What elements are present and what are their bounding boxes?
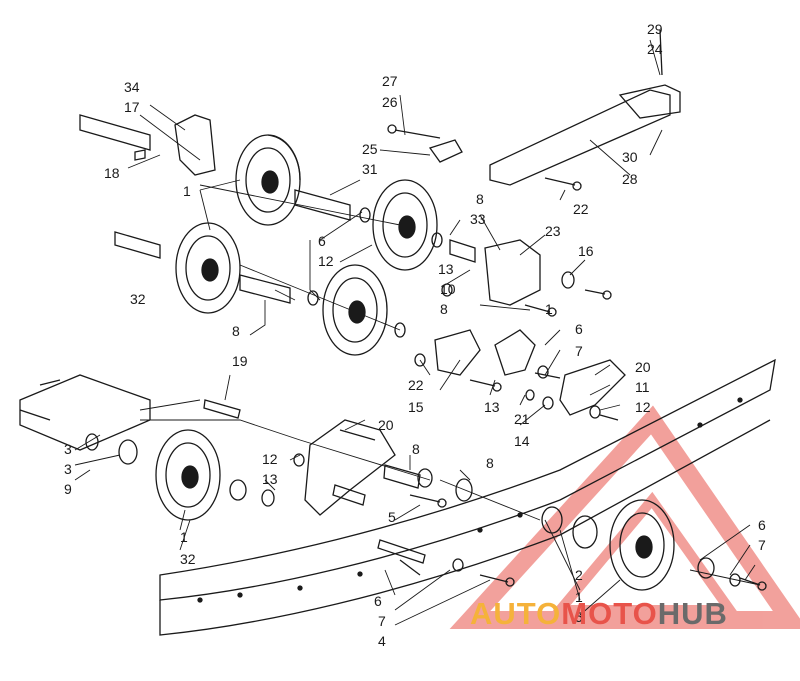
callout-6: 16 — [578, 243, 594, 259]
callout-33: 33 — [470, 211, 486, 227]
callout-3: 8 — [486, 455, 494, 471]
callout-32: 6 — [374, 593, 382, 609]
callout-12: 22 — [408, 377, 424, 393]
callout-25: 25 — [362, 141, 378, 157]
callout-26: 26 — [382, 94, 398, 110]
watermark-logo — [449, 405, 800, 629]
callout-24: 24 — [647, 41, 663, 57]
callout-17: 17 — [124, 99, 140, 115]
leader-lines — [74, 39, 761, 626]
wheel-upper-right — [372, 179, 438, 271]
callout-16: 8 — [440, 301, 448, 317]
callout-22: 12 — [635, 399, 651, 415]
brackets — [19, 84, 681, 516]
callout-20: 14 — [514, 433, 530, 449]
track-rail — [159, 358, 776, 636]
callout-8: 3 — [64, 441, 72, 457]
axles — [79, 114, 476, 564]
wheel-lower-left — [155, 429, 221, 521]
wheel-middle-right — [322, 264, 388, 356]
callout-8: 8 — [476, 191, 484, 207]
callout-27: 27 — [382, 73, 398, 89]
callout-14: 20 — [378, 417, 394, 433]
callout-6: 7 — [378, 613, 386, 629]
bolts — [387, 29, 767, 591]
callout-1: 32 — [180, 551, 196, 567]
callout-28: 28 — [622, 171, 638, 187]
callout-32: 32 — [130, 291, 146, 307]
callout-19: 20 — [635, 359, 651, 375]
callout-18: 18 — [104, 165, 120, 181]
callout-1: 5 — [575, 609, 583, 625]
callout-31: 31 — [362, 161, 378, 177]
callout-3: 3 — [64, 461, 72, 477]
callout-8: 6 — [318, 233, 326, 249]
wheel-upper-left — [235, 134, 301, 226]
callout-8: 13 — [262, 471, 278, 487]
washers — [85, 207, 741, 587]
watermark-part-3: HUB — [657, 596, 728, 631]
callout-6: 7 — [758, 537, 766, 553]
callout-1: 12 — [318, 253, 334, 269]
wheel-lower-right — [609, 499, 675, 591]
callout-11: 19 — [232, 353, 248, 369]
callout-10: 8 — [232, 323, 240, 339]
watermark-wordmark: AUTOMOTOHUB — [470, 596, 728, 632]
wheel-middle-left — [175, 222, 241, 314]
callout-34: 34 — [124, 79, 140, 95]
watermark-part-2: MOTO — [561, 596, 658, 631]
callout-2: 1 — [575, 589, 583, 605]
callout-21: 21 — [514, 411, 530, 427]
callout-15: 15 — [408, 399, 424, 415]
callout-23: 23 — [545, 223, 561, 239]
callout-13: 1 — [545, 301, 553, 317]
callout-8: 10 — [440, 281, 456, 297]
callout-5: 1 — [180, 529, 188, 545]
callout-4: 2 — [575, 567, 583, 583]
callout-12: 13 — [438, 261, 454, 277]
callout-29: 29 — [647, 21, 663, 37]
callout-7: 7 — [575, 343, 583, 359]
callout-5: 6 — [758, 517, 766, 533]
watermark-part-1: AUTO — [470, 596, 562, 631]
callout-6: 6 — [575, 321, 583, 337]
callout-30: 30 — [622, 149, 638, 165]
callout-22: 22 — [573, 201, 589, 217]
callout-7: 4 — [378, 633, 386, 649]
callout-20: 11 — [635, 379, 650, 395]
callout-8: 8 — [412, 441, 420, 457]
callout-9: 9 — [64, 481, 72, 497]
callout-13: 5 — [388, 509, 396, 525]
callout-1: 1 — [183, 183, 191, 199]
bushings-nuts — [134, 149, 535, 467]
callout-13: 13 — [484, 399, 500, 415]
callout-12: 12 — [262, 451, 278, 467]
